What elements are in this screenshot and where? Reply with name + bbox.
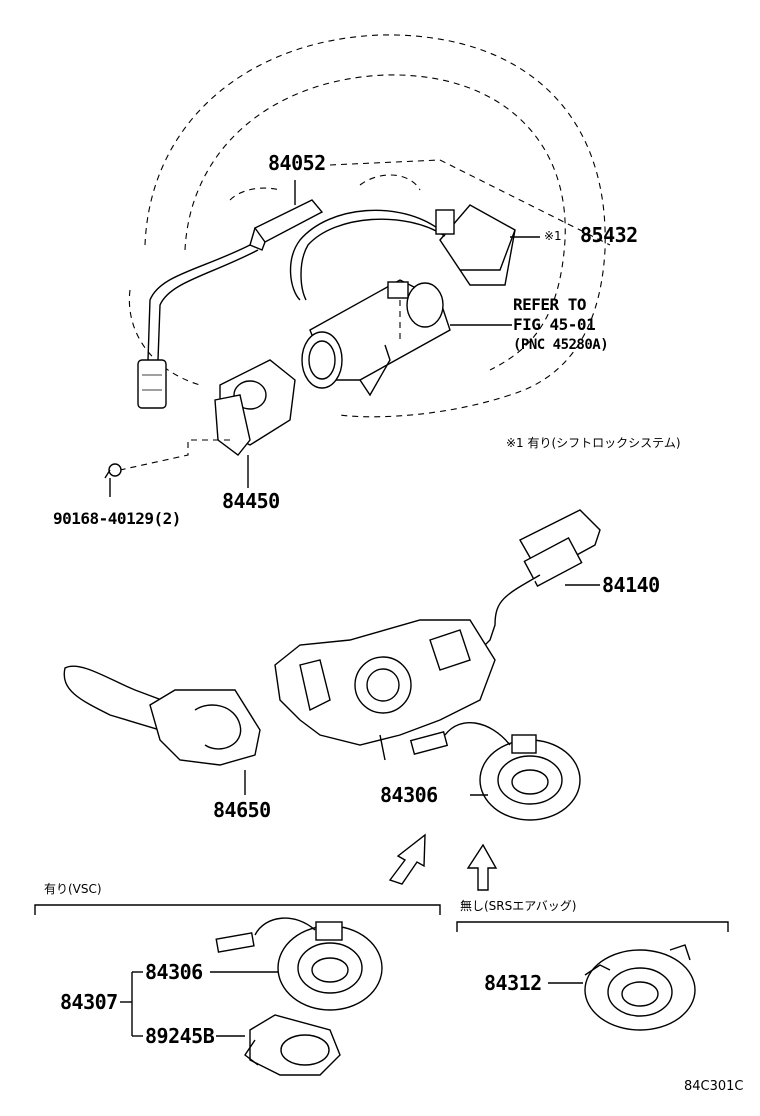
label-84306-lower: 84306 (145, 960, 203, 984)
part-84307-tree (120, 971, 278, 1037)
label-bolt: 90168-40129(2) (53, 509, 181, 528)
label-84306-upper: 84306 (380, 783, 438, 807)
label-84052: 84052 (268, 151, 326, 175)
label-85432: 85432 (580, 223, 638, 247)
part-84140-drawing (274, 509, 601, 761)
indicator-arrows (388, 833, 498, 891)
refer-line-3: (PNC 45280A) (513, 337, 609, 353)
part-84450-drawing (104, 359, 296, 497)
part-89245B-drawing (244, 1014, 341, 1076)
refer-line-1: REFER TO (513, 295, 587, 314)
part-84650-drawing (63, 665, 261, 795)
figure-code: 84C301C (684, 1079, 744, 1094)
label-84650: 84650 (213, 798, 271, 822)
label-no-srs-airbag: 無し(SRSエアバッグ) (460, 899, 577, 913)
bracket-lines (34, 904, 729, 932)
label-89245B: 89245B (145, 1024, 215, 1048)
label-with-vsc: 有り(VSC) (44, 882, 102, 896)
leader-lines (294, 159, 611, 246)
part-84306-lower-drawing (215, 917, 383, 1011)
label-84140: 84140 (602, 573, 660, 597)
note-shift-lock: ※1 有り(シフトロックシステム) (506, 436, 681, 450)
refer-line-2: FIG 45-01 (513, 315, 596, 334)
part-84052-drawing (137, 199, 324, 409)
steering-column-drawing (301, 279, 512, 397)
part-84312-drawing (548, 944, 696, 1031)
part-85432-drawing (289, 204, 516, 301)
steering-wheel-outline (128, 34, 606, 418)
label-84312: 84312 (484, 971, 542, 995)
label-84450: 84450 (222, 489, 280, 513)
part-84306-upper-drawing (409, 721, 581, 821)
mark-note-1: ※1 (544, 229, 562, 243)
label-84307: 84307 (60, 990, 118, 1014)
